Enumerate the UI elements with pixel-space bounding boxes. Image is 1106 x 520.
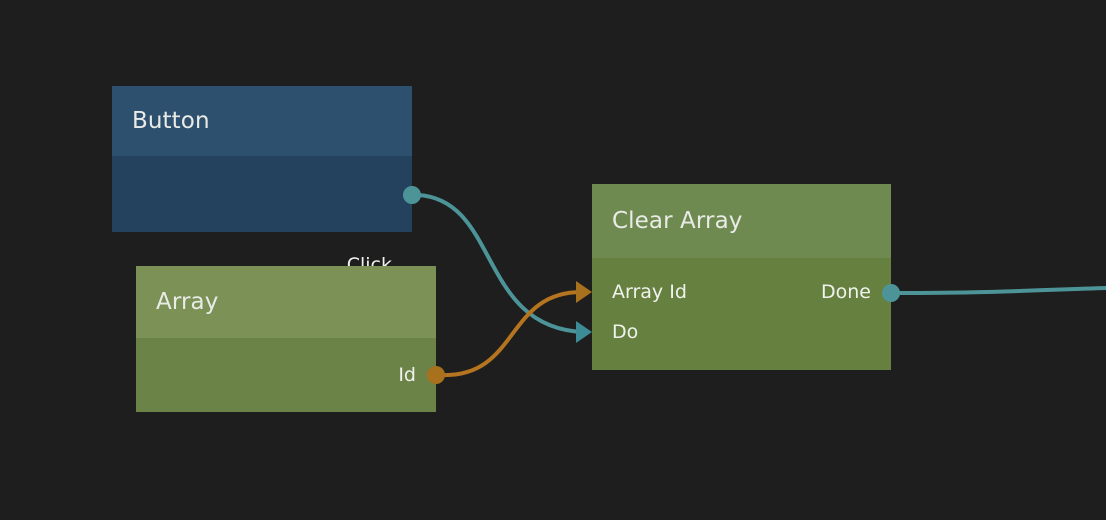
port-row-done[interactable]: Done (821, 282, 871, 302)
port-label-do: Do (612, 320, 639, 343)
port-dot-click[interactable] (403, 186, 421, 204)
port-arrow-do[interactable] (576, 321, 592, 343)
port-arrow-array-id[interactable] (576, 281, 592, 303)
port-dot-id[interactable] (427, 366, 445, 384)
port-label-id: Id (398, 363, 416, 386)
wire-done-outgoing (895, 286, 1106, 295)
port-dot-done[interactable] (882, 284, 900, 302)
node-clear-array-header[interactable]: Clear Array (592, 184, 891, 258)
node-button-header[interactable]: Button (112, 86, 412, 156)
wire-id-to-array-id (439, 289, 586, 378)
node-array-title: Array (156, 288, 219, 315)
node-clear-array-body: Array Id Do Done (592, 258, 891, 370)
wire-click-to-do (416, 193, 586, 334)
port-label-done: Done (821, 280, 871, 303)
node-clear-array[interactable]: Clear Array Array Id Do Done (576, 184, 900, 370)
port-row-do[interactable]: Do (612, 322, 638, 342)
port-row-id[interactable]: Id (398, 365, 416, 385)
port-row-array-id[interactable]: Array Id (612, 282, 687, 302)
node-array-header[interactable]: Array (136, 266, 436, 338)
node-button-title: Button (132, 107, 210, 134)
node-clear-array-title: Clear Array (612, 207, 743, 234)
port-label-array-id: Array Id (612, 280, 687, 303)
node-array[interactable]: Array Id (136, 266, 445, 412)
node-array-body: Id (136, 338, 436, 412)
node-button-body: Click (112, 156, 412, 274)
node-button[interactable]: Button Click (112, 86, 421, 274)
